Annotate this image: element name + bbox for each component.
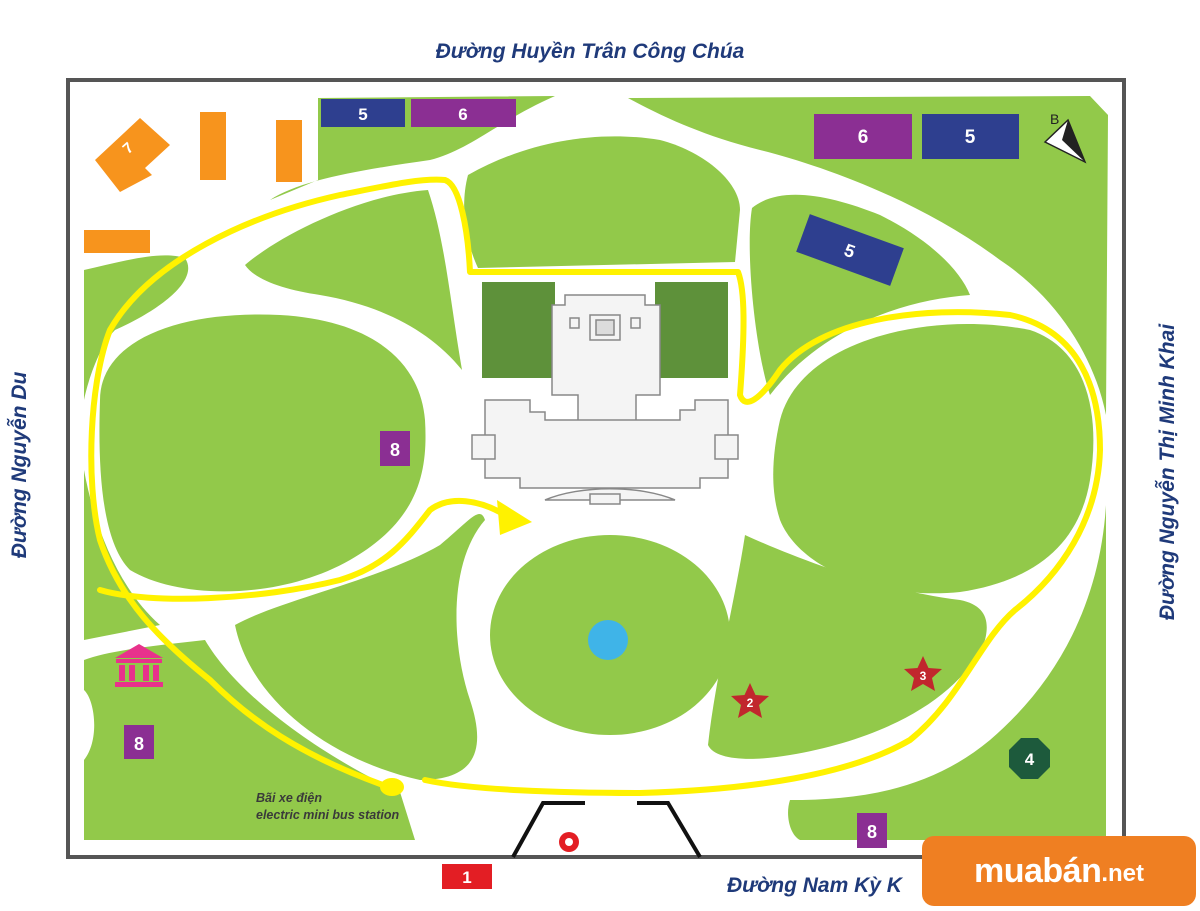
fountain [588,620,628,660]
lawn-left-upper [245,190,462,370]
tour-route-arrow [497,500,532,535]
marker-5-top [321,99,405,127]
marker-8-bottom-right-label: 8 [867,822,877,842]
marker-8-left [380,431,410,466]
marker-5-right [922,114,1019,159]
marker-6-right-label: 6 [858,127,869,148]
marker-5-right-label: 5 [965,127,976,148]
marker-6-top-label: 6 [458,105,467,124]
lawn-bottom-left [84,640,415,840]
lawn-left-lower [84,470,160,640]
star-2-label: 2 [747,696,754,710]
building-7 [84,112,302,253]
marker-8-bottom-left-label: 8 [134,734,144,754]
bus-station-label-vi: Bãi xe điện [256,791,322,805]
lawn-top-right [628,96,1108,415]
lawn-bottom-center-left [235,514,485,780]
marker-8-left-label: 8 [390,440,400,460]
octagon-4-icon [1009,738,1050,779]
bus-station-icon [380,778,404,796]
marker-6-right [814,114,912,159]
marker-5-tilted: 5 [796,214,904,286]
street-bottom-label: Đường Nam Kỳ K [727,874,902,897]
lawn-top-center [464,136,740,268]
bus-station-label-en: electric mini bus station [256,808,399,822]
compass-label: B [1050,111,1059,127]
tour-route [88,176,1103,796]
octagon-4-label: 4 [1025,750,1035,769]
brand-logo: muabán .net [922,836,1196,906]
tour-route-branch [97,497,508,602]
lawn-left-oval [99,314,426,592]
palace-building [471,294,739,505]
lawn-right-lower [708,535,987,759]
street-left-label: Đường Nguyễn Du [8,371,31,559]
marker-1-label: 1 [462,868,471,887]
marker-5-top-label: 5 [358,105,367,124]
star-2-icon [731,683,769,718]
museum-icon [115,644,163,687]
lawn-left-wedge [84,255,189,400]
marker-8-bottom-right [857,813,887,848]
brand-name: muabán [973,851,1102,890]
marker-6-top [411,99,516,127]
street-right-label: Đường Nguyễn Thị Minh Khai [1156,323,1179,621]
lawn-right-oval [773,324,1094,594]
star-3-label: 3 [920,669,927,683]
marker-8-bottom-left [124,725,154,759]
marker-1 [442,864,492,889]
brand-suffix: .net [1101,860,1145,887]
dark-lawn-right [655,282,728,378]
entrance-gate [511,801,702,859]
street-top-label: Đường Huyền Trân Công Chúa [435,40,745,63]
compass-icon: B [1043,111,1087,164]
star-3-icon [904,656,942,691]
dark-lawn-left [482,282,555,378]
